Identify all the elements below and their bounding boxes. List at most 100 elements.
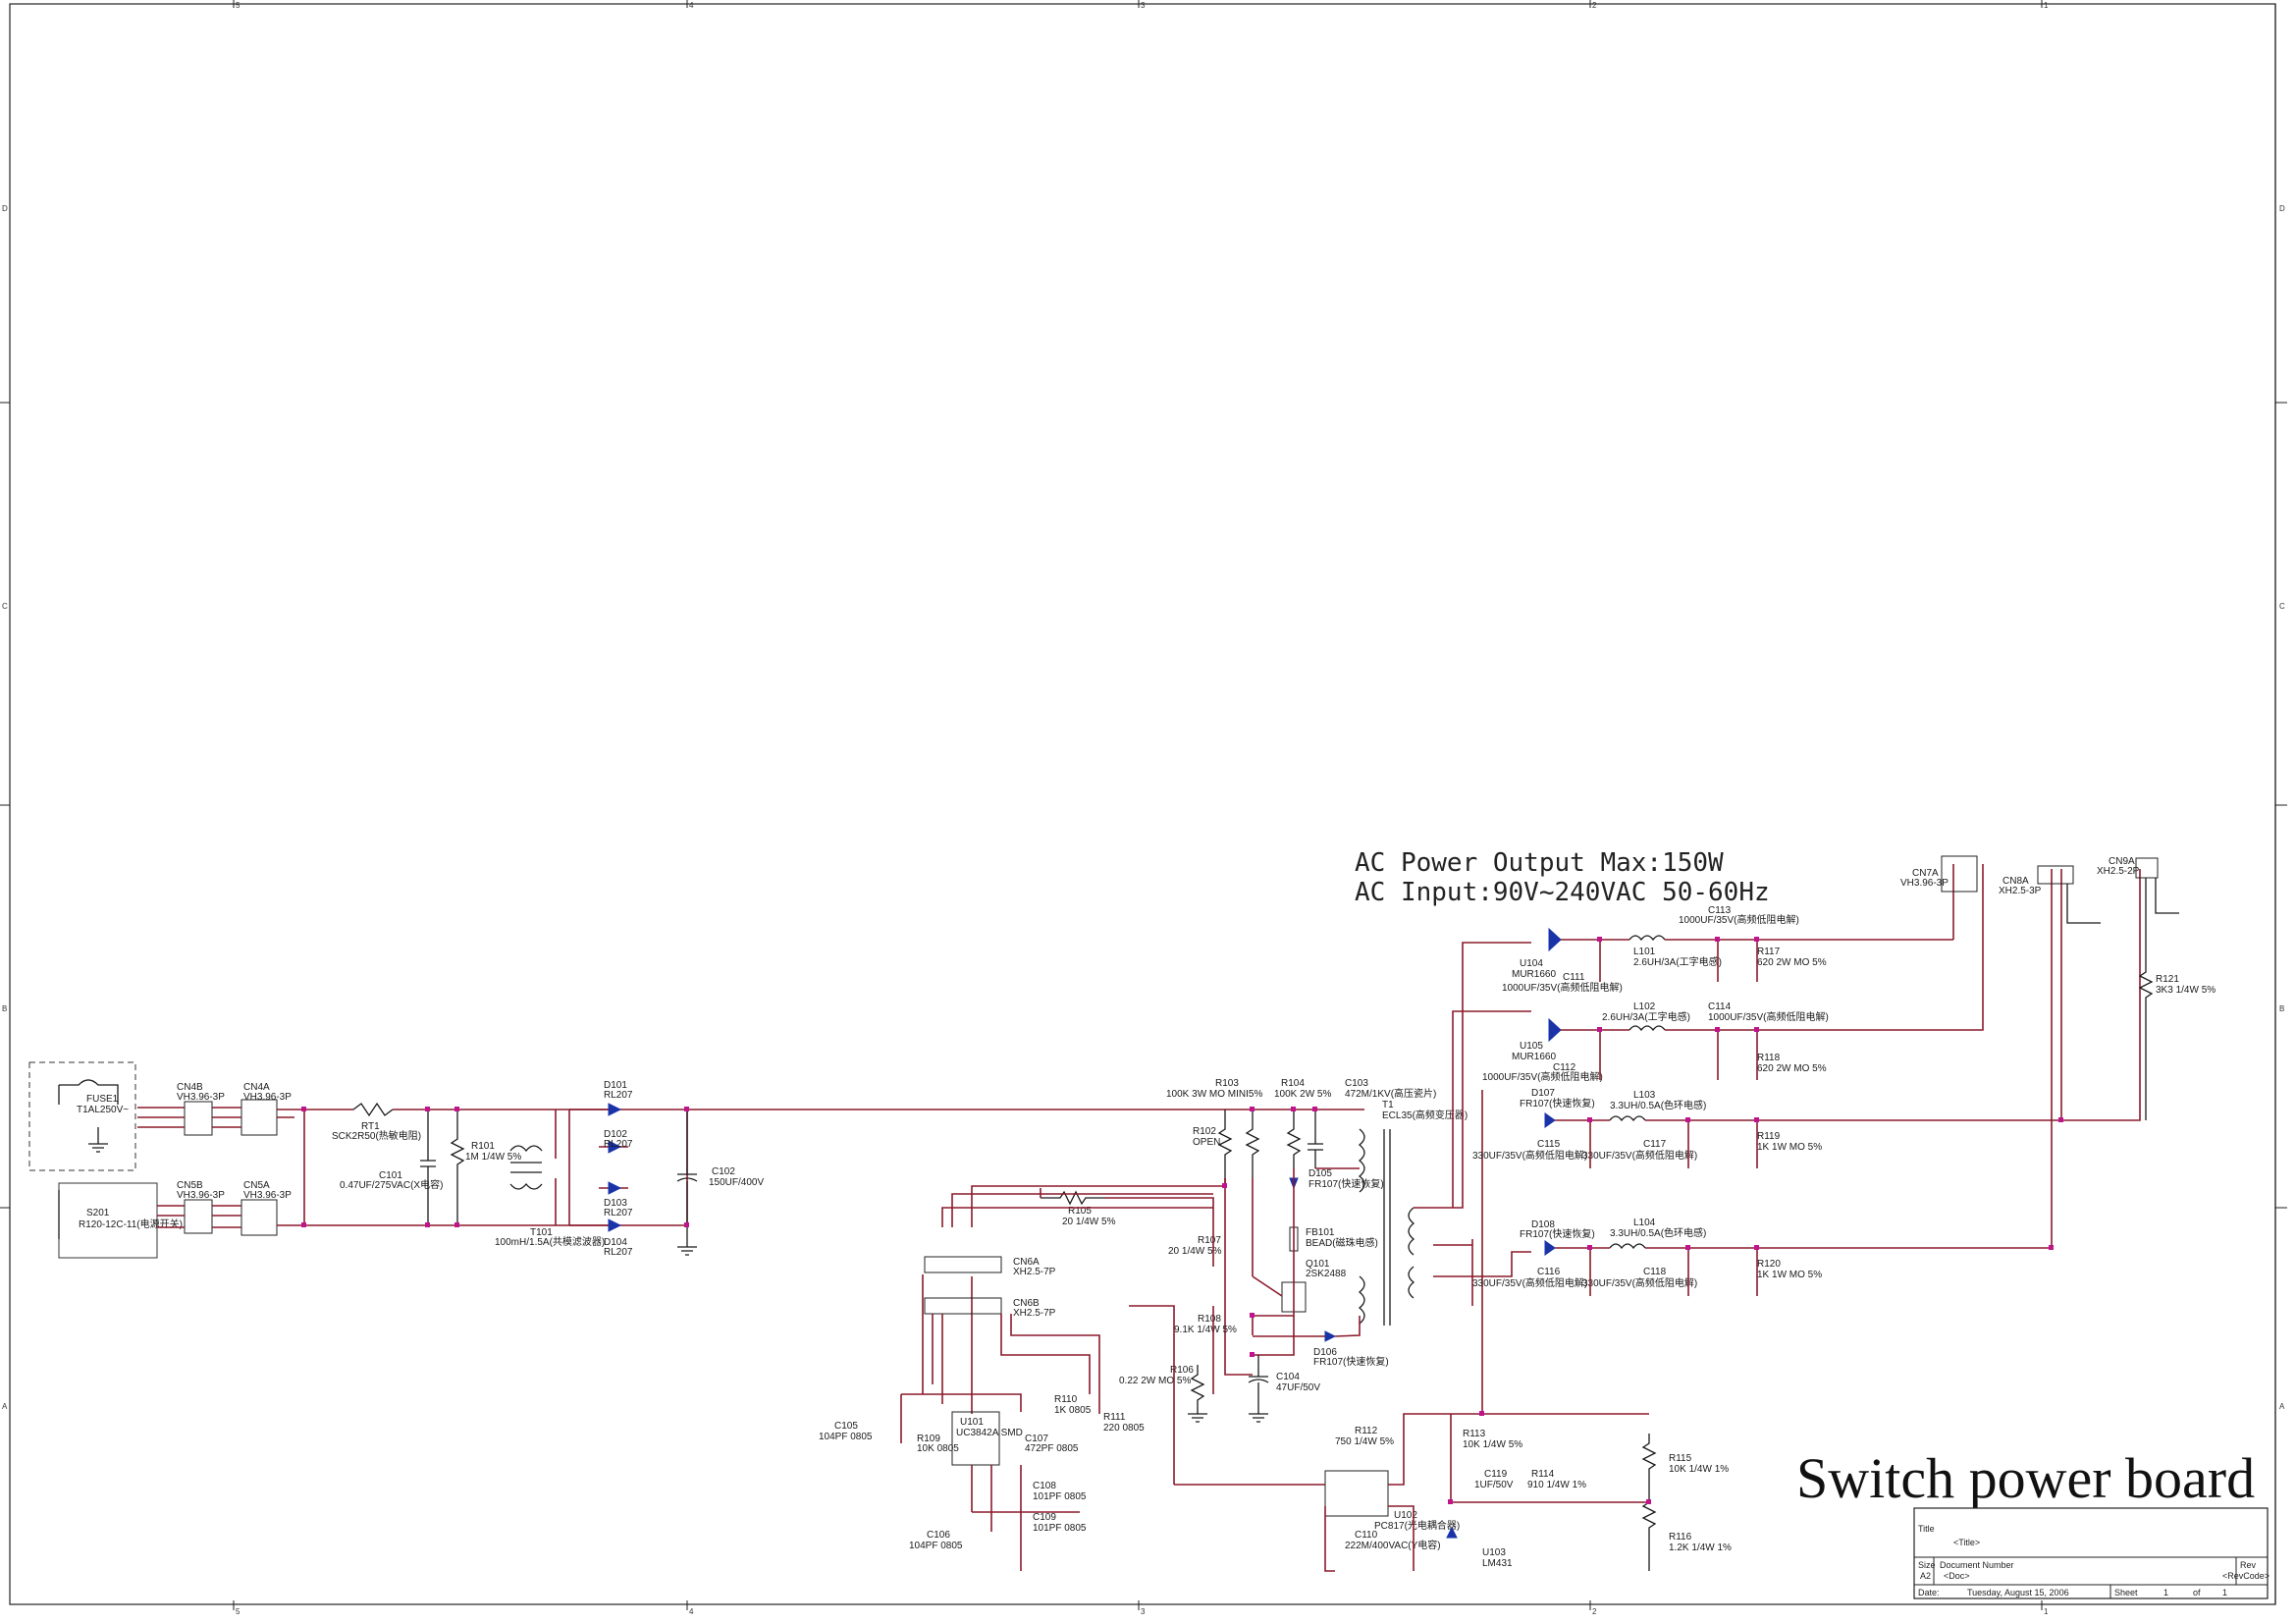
- c101-ref: C101: [379, 1170, 402, 1181]
- cn5a-body: [240, 1199, 278, 1236]
- c101-value: 0.47UF/275VAC(X电容): [340, 1178, 443, 1191]
- c118-ref: C118: [1643, 1267, 1667, 1277]
- r118-ref: R118: [1757, 1053, 1781, 1063]
- r121-value: 3K3 1/4W 5%: [2156, 985, 2216, 996]
- d102-icon: [608, 1140, 622, 1154]
- t1-value: ECL35(高频变压器): [1382, 1109, 1468, 1121]
- title-block: Title <Title> Size A2 Document Number <D…: [1913, 1507, 2269, 1599]
- u102-value: PC817(光电耦合器): [1374, 1519, 1460, 1532]
- r104-value: 100K 2W 5%: [1274, 1089, 1331, 1100]
- tb-size-label: Size: [1918, 1560, 1936, 1570]
- cn4b-ref: CN4B: [177, 1082, 203, 1093]
- t1-ref: T1: [1382, 1100, 1394, 1110]
- tb-of-value: 1: [2222, 1588, 2227, 1597]
- c107-value: 472PF 0805: [1025, 1443, 1079, 1454]
- cn6a-value: XH2.5-7P: [1013, 1267, 1056, 1277]
- fuse-value: T1AL250V~: [77, 1105, 129, 1115]
- r115-r116-symbol: [1641, 1434, 1657, 1571]
- primary-wires: [1224, 1167, 1433, 1376]
- cn4a-ref: CN4A: [243, 1082, 270, 1093]
- output-inductors-symbol: [1609, 935, 1666, 1250]
- t101-symbol: [509, 1145, 543, 1190]
- r112-value: 750 1/4W 5%: [1335, 1436, 1394, 1447]
- r120-value: 1K 1W MO 5%: [1757, 1270, 1822, 1280]
- feedback-return-wire: [1129, 1305, 1175, 1485]
- r102-value: OPEN: [1193, 1137, 1220, 1148]
- tb-sheet-label: Sheet: [2114, 1588, 2138, 1597]
- c110-value: 222M/400VAC(Y电容): [1345, 1539, 1441, 1551]
- cn7a-ref: CN7A: [1912, 868, 1939, 879]
- d107-icon: [1544, 1112, 1556, 1128]
- r103-value: 100K 3W MO MINI5%: [1166, 1089, 1262, 1100]
- zone-left-A: A: [2, 1402, 8, 1411]
- r110-ref: R110: [1054, 1394, 1078, 1405]
- ic-wires: [900, 1274, 1100, 1571]
- tb-title-value: <Title>: [1953, 1538, 1980, 1547]
- r111-value: 220 0805: [1103, 1423, 1145, 1434]
- c110-ref: C110: [1355, 1530, 1378, 1541]
- r109-ref: R109: [917, 1434, 940, 1444]
- cn5b-value: VH3.96-3P: [177, 1190, 225, 1201]
- r101-ref: R101: [471, 1141, 495, 1152]
- r105-value: 20 1/4W 5%: [1062, 1217, 1116, 1227]
- c111-value: 1000UF/35V(高频低阻电解): [1502, 981, 1623, 994]
- c114-ref: C114: [1708, 1001, 1732, 1012]
- output-connector-wires: [2066, 878, 2179, 1120]
- switch-ref: S201: [86, 1208, 110, 1218]
- d105-value: FR107(快速恢复): [1308, 1177, 1384, 1190]
- input-section: FUSE1 T1AL250V~ S201 R120-12C-11(电源开关) C…: [28, 1061, 1364, 1259]
- r101-symbol: [450, 1110, 465, 1225]
- cn7a-value: VH3.96-3P: [1900, 878, 1949, 889]
- zone-top-2: 2: [1592, 1, 1597, 10]
- cn8a-value: XH2.5-3P: [1999, 886, 2042, 896]
- c102-value: 150UF/400V: [709, 1177, 764, 1188]
- c115-value: 330UF/35V(高频低阻电解): [1472, 1149, 1587, 1162]
- cn6a-body: [924, 1256, 1002, 1273]
- c116-ref: C116: [1537, 1267, 1561, 1277]
- primary-section: R103 100K 3W MO MINI5% R102 OPEN R104 10…: [819, 1078, 1468, 1571]
- d106-icon: [1324, 1330, 1337, 1342]
- c116-value: 330UF/35V(高频低阻电解): [1472, 1276, 1587, 1289]
- zone-right-C: C: [2279, 602, 2285, 611]
- output-max-note: AC Power Output Max:150W: [1355, 848, 1724, 878]
- cn4b-body: [184, 1101, 213, 1136]
- l102-ref: L102: [1633, 1001, 1656, 1012]
- zone-top-4: 4: [689, 1, 694, 10]
- u104-value: MUR1660: [1512, 969, 1556, 980]
- c115-ref: C115: [1537, 1139, 1561, 1150]
- c103-ref: C103: [1345, 1078, 1368, 1089]
- tb-of-label: of: [2193, 1588, 2201, 1597]
- cn9a-ref: CN9A: [2109, 856, 2135, 867]
- input-wires-a: [137, 1107, 185, 1228]
- cn5a-ref: CN5A: [243, 1180, 270, 1191]
- d101-value: RL207: [604, 1090, 633, 1101]
- cn6b-value: XH2.5-7P: [1013, 1308, 1056, 1319]
- c107-ref: C107: [1025, 1434, 1048, 1444]
- cn6a-ref: CN6A: [1013, 1257, 1040, 1268]
- d104-icon: [608, 1218, 622, 1232]
- tb-date-value: Tuesday, August 15, 2006: [1967, 1588, 2069, 1597]
- l103-ref: L103: [1633, 1090, 1656, 1101]
- d106-ref: D106: [1313, 1347, 1337, 1358]
- d103-icon: [608, 1181, 622, 1195]
- r116-ref: R116: [1669, 1532, 1692, 1543]
- d104-value: RL207: [604, 1247, 633, 1258]
- zone-bottom-2: 2: [1592, 1607, 1597, 1616]
- zone-top-5: 5: [236, 1, 240, 10]
- tb-rev-label: Rev: [2240, 1560, 2257, 1570]
- d103-ref: D103: [604, 1198, 627, 1209]
- d107-ref: D107: [1531, 1088, 1555, 1099]
- u101-value: UC3842A SMD: [956, 1428, 1023, 1438]
- l101-ref: L101: [1633, 947, 1656, 957]
- r118-value: 620 2W MO 5%: [1757, 1063, 1827, 1074]
- c105-ref: C105: [834, 1421, 858, 1432]
- r101-value: 1M 1/4W 5%: [465, 1152, 521, 1163]
- c108-value: 101PF 0805: [1033, 1491, 1087, 1502]
- d104-ref: D104: [604, 1237, 627, 1248]
- fuse-enclosure: [28, 1061, 136, 1171]
- zone-bottom-1: 1: [2044, 1607, 2049, 1616]
- r117-ref: R117: [1757, 947, 1781, 957]
- u103-ref: U103: [1482, 1547, 1506, 1558]
